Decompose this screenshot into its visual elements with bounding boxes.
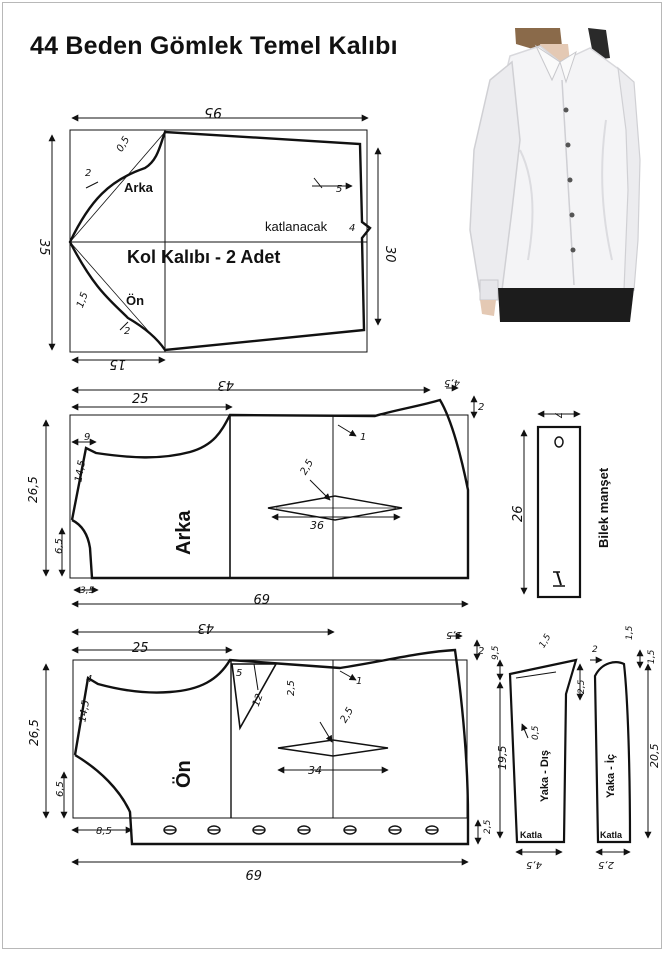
front-dim-shoulder: 14,5 (77, 699, 92, 723)
collar-inner-dim-top-right: 1,5 (625, 625, 635, 640)
collar-outer-fold: Katla (520, 830, 543, 840)
back-dim-bottom: 69 (253, 590, 270, 605)
front-dim-placket: 2,5 (483, 819, 493, 834)
collar-outer-dim-top-right: 1,5 (538, 632, 554, 650)
collar-inner-fold: Katla (600, 830, 623, 840)
back-dim-bottom-small: 3,5 (80, 586, 95, 596)
cuff-dim-length: 26 (511, 505, 526, 522)
sleeve-dim-cuff-5: 5 (336, 184, 342, 195)
front-dim-top-short: 25 (132, 641, 149, 656)
front-dim-right-small: 2 (478, 646, 484, 657)
back-dim-corner: 4,5 (444, 377, 460, 388)
page-title: 44 Beden Gömlek Temel Kalıbı (30, 32, 398, 60)
cuff-dimensions (520, 410, 581, 595)
front-dim-lower: 6,5 (55, 781, 66, 797)
collar-inner-dim-right: 1,5 (647, 649, 657, 664)
sleeve-dim-fold-4: 4 (349, 223, 355, 234)
back-dim-dart-h: 2,5 (299, 458, 316, 477)
sleeve-dim-height-left: 35 (36, 239, 51, 256)
back-dim-right-small: 2 (478, 402, 484, 413)
back-dim-top-short: 25 (132, 392, 149, 407)
front-dim-height: 26,5 (27, 719, 41, 746)
collar-outer-dim-bottom: 4,5 (526, 859, 542, 870)
sleeve-dim-15: 1,5 (75, 291, 91, 310)
sleeve-pattern (68, 129, 372, 353)
sleeve-label-front: Ön (126, 293, 144, 308)
front-pattern (72, 648, 470, 846)
back-dimensions (42, 384, 478, 608)
back-dim-lower: 6,5 (54, 538, 65, 554)
front-dimensions (42, 628, 482, 866)
front-dim-bottom: 69 (245, 866, 262, 881)
collar-inner-dim-bottom: 2,5 (598, 859, 614, 870)
sleeve-dim-curve-2b: 2 (124, 326, 130, 337)
sleeve-dim-height-right: 30 (382, 246, 397, 263)
collar-outer-dimensions (496, 659, 584, 856)
back-dim-neck: 9 (84, 432, 90, 443)
front-dim-inner-1: 1 (356, 676, 362, 687)
collar-outer-pattern (508, 658, 578, 844)
collar-outer-dim-mid: 0,5 (531, 725, 541, 740)
front-dim-top-long: 43 (197, 620, 214, 635)
front-buttons (163, 825, 439, 835)
sleeve-dim-bottom: 15 (109, 356, 126, 371)
front-dim-left-bottom: 8,5 (96, 826, 112, 837)
front-dim-pleat-12: 12 (251, 692, 266, 708)
front-label: Ön (172, 760, 195, 788)
collar-outer-dim-right: 2,5 (577, 679, 587, 694)
collar-inner-pattern (593, 661, 632, 844)
back-dim-shoulder: 14,5 (73, 459, 88, 483)
sleeve-dim-curve-top: 0,5 (115, 135, 132, 154)
back-pattern (69, 398, 470, 580)
front-dim-corner: 1,5 (446, 629, 462, 640)
shirt-photo (465, 28, 645, 324)
sleeve-dim-curve-2a: 2 (85, 168, 91, 179)
sleeve-fold-note: katlanacak (265, 219, 328, 234)
collar-inner-dimensions (590, 649, 652, 856)
cuff-label: Bilek manşet (596, 467, 611, 548)
cuff-dim-width: 7 (552, 412, 563, 419)
collar-outer-dim-top-left: 9,5 (491, 645, 501, 660)
collar-inner-dim-height: 20,5 (648, 744, 661, 769)
collar-inner-dim-top-left: 2 (592, 645, 598, 655)
back-dim-height: 26,5 (26, 476, 40, 503)
front-dim-dart-h: 2,5 (339, 706, 356, 725)
front-dim-dart-w: 34 (308, 764, 322, 777)
front-dim-pleat-5: 5 (236, 668, 242, 679)
sleeve-dim-width: 95 (204, 104, 222, 120)
sleeve-dimensions (48, 114, 382, 364)
cuff-pattern (536, 425, 582, 599)
back-dim-top-long: 43 (217, 377, 234, 392)
collar-outer-dim-height: 19,5 (496, 746, 509, 771)
back-label: Arka (173, 510, 195, 555)
collar-outer-label: Yaka - Dış (539, 750, 551, 802)
back-dim-dart-w: 36 (310, 519, 324, 532)
front-dim-neck: 4 (86, 674, 92, 685)
collar-inner-label: Yaka - İç (604, 754, 617, 798)
sleeve-label-back: Arka (124, 180, 154, 195)
front-dim-pleat-25: 2,5 (286, 680, 297, 696)
back-dim-inner-1: 1 (360, 432, 366, 443)
sleeve-caption: Kol Kalıbı - 2 Adet (127, 247, 280, 267)
